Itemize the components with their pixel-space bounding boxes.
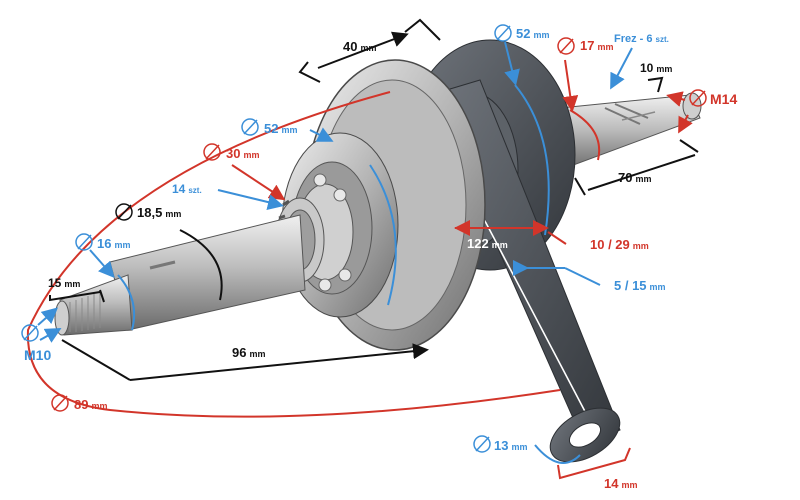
diameter-symbol-icon	[241, 118, 259, 136]
dim-40-right-bracket	[404, 18, 441, 41]
svg-text:M10: M10	[24, 347, 51, 363]
diameter-symbol-icon	[557, 37, 575, 55]
label-m10: M10	[21, 324, 51, 363]
crankshaft-illustration	[54, 39, 702, 463]
svg-text:M14: M14	[710, 91, 737, 107]
diameter-symbol-icon	[21, 324, 39, 342]
diameter-symbol-icon	[115, 203, 133, 221]
diameter-symbol-icon	[75, 233, 93, 251]
svg-text:18,5mm: 18,5mm	[137, 205, 181, 220]
diameter-symbol-icon	[51, 394, 69, 412]
label-m14: M14	[689, 89, 737, 107]
dimension-lines	[26, 18, 699, 480]
diameter-symbol-icon	[494, 24, 512, 42]
diameter-symbol-icon	[689, 89, 707, 107]
dim-40-left-bracket	[298, 61, 321, 83]
left-shaft	[54, 214, 306, 336]
diameter-symbol-icon	[203, 143, 221, 161]
diameter-symbol-icon	[473, 435, 491, 453]
dim-52-top-arc	[514, 84, 550, 236]
